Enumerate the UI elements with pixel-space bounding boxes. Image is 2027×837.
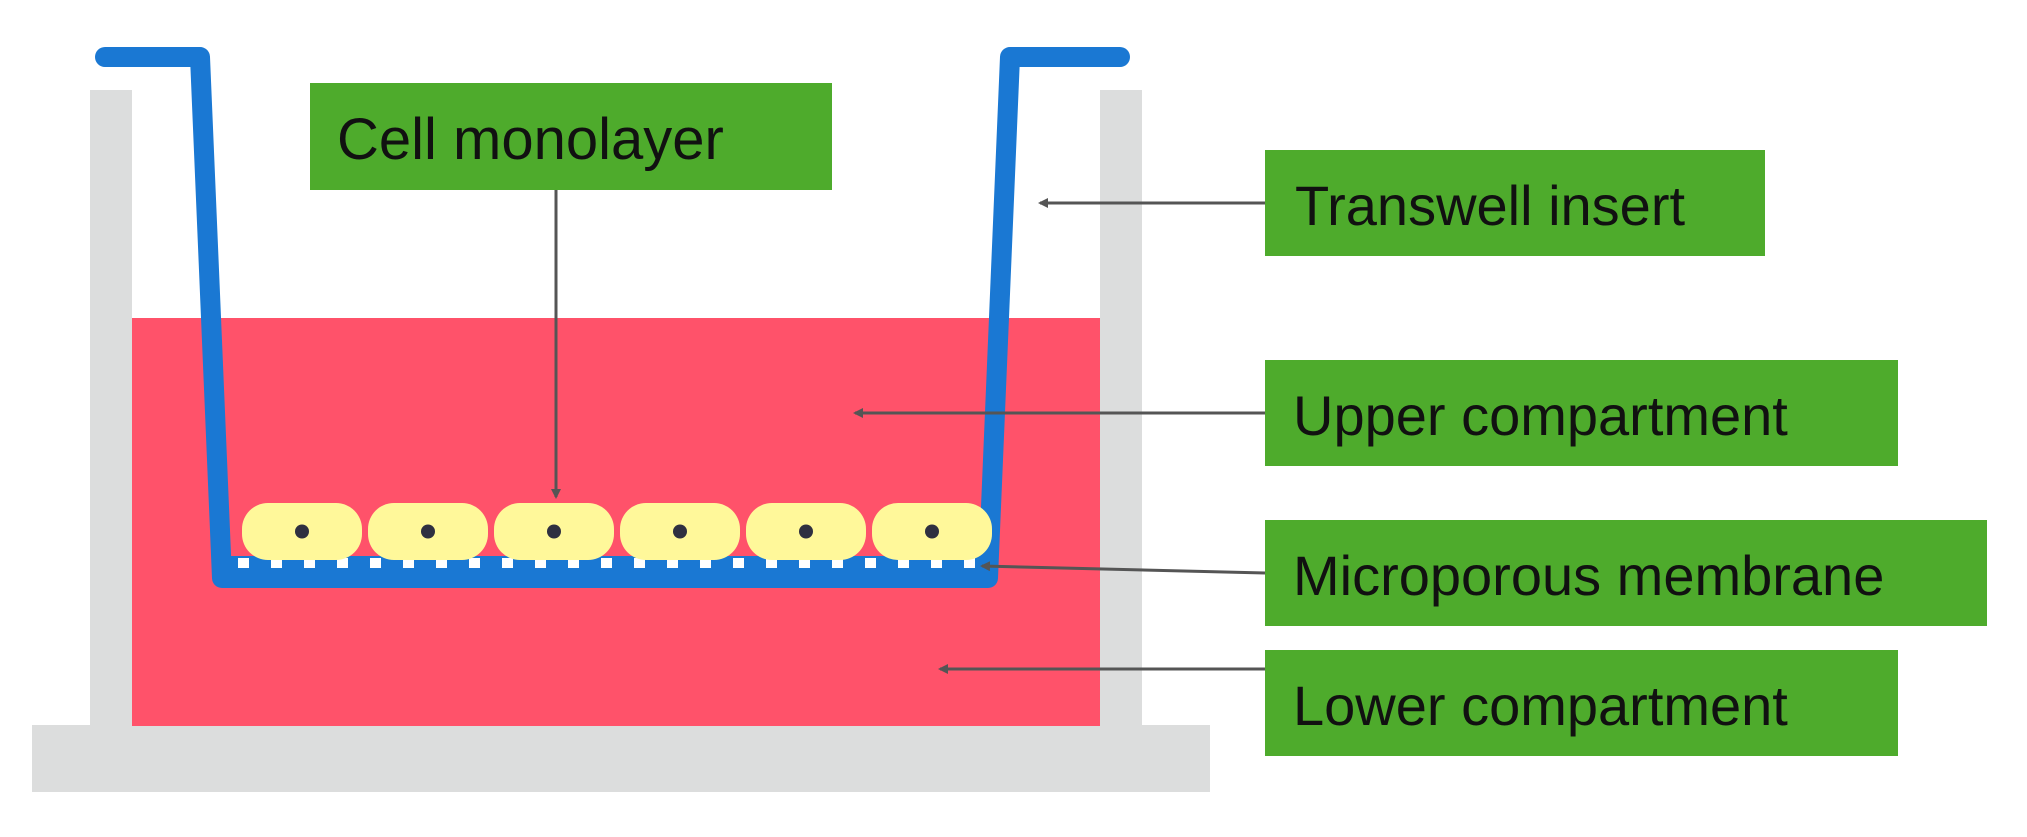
cell (620, 503, 740, 560)
well-base (32, 725, 1210, 792)
label-microporous-membrane: Microporous membrane (1293, 544, 1884, 607)
cell-nucleus (421, 524, 435, 539)
pointer-arrows (551, 190, 1266, 674)
cell-nucleus (799, 524, 813, 539)
label-box-microporous-membrane (1265, 520, 1987, 626)
label-box-transwell-insert (1265, 150, 1765, 256)
well-left-wall (90, 90, 132, 730)
label-cell-monolayer: Cell monolayer (337, 107, 724, 172)
label-transwell-insert: Transwell insert (1295, 174, 1685, 237)
cell (494, 503, 614, 560)
cell-nucleus (673, 524, 687, 539)
cell-nucleus (295, 524, 309, 539)
label-lower-compartment: Lower compartment (1293, 674, 1788, 737)
arrow-microporous-membrane (980, 561, 1266, 575)
cell-monolayer (242, 503, 992, 560)
cell (746, 503, 866, 560)
cell-nucleus (547, 524, 561, 539)
cell (242, 503, 362, 560)
cell-nucleus (925, 524, 939, 539)
label-box-upper-compartment (1265, 360, 1898, 466)
label-box-cell-monolayer (310, 83, 832, 190)
cell (872, 503, 992, 560)
label-box-lower-compartment (1265, 650, 1898, 756)
culture-well (32, 90, 1210, 792)
transwell-insert (95, 47, 1130, 588)
label-upper-compartment: Upper compartment (1293, 384, 1788, 447)
well-right-wall (1100, 90, 1142, 730)
cell (368, 503, 488, 560)
